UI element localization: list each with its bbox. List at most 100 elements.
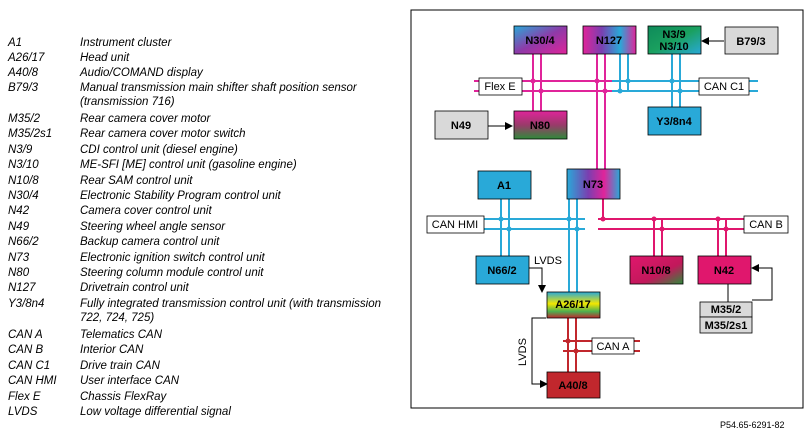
figure-caption: P54.65-6291-82 [720,420,785,430]
node-label: N3/9 [662,29,685,41]
bus-label-can-a: CAN A [591,337,635,355]
legend-desc: Interior CAN [80,344,144,356]
node-label: A26/17 [555,299,590,311]
legend-code: A26/17 [8,52,45,64]
legend-code: CAN C1 [8,360,51,372]
legend-code: CAN A [8,329,43,341]
bus-label-flex-e: Flex E [478,77,523,96]
legend-desc: Steering column module control unit [80,267,264,279]
legend-desc: Head unit [80,52,130,64]
legend-code: A1 [8,37,23,49]
legend-desc: Backup camera control unit [80,236,220,248]
legend-code: N80 [8,267,30,279]
bus-label-text: CAN A [596,341,630,353]
legend-code: LVDS [8,406,38,418]
node-label: N42 [714,265,734,277]
node-label: N66/2 [487,265,516,277]
node-label: N73 [583,179,603,191]
node-m35-2: M35/2 [699,301,753,318]
bus-label-text: CAN B [749,219,783,231]
node-a1: A1 [477,170,532,200]
legend-desc: Steering wheel angle sensor [80,221,226,233]
can-c1-junctions [617,78,683,94]
node-y3-8n4: Y3/8n4 [647,106,702,136]
legend-desc: Instrument cluster [80,37,172,49]
node-label: Y3/8n4 [656,116,692,128]
legend-code: Y3/8n4 [8,298,45,310]
legend-desc: Fully integrated transmission control un… [80,298,382,324]
can-b-junctions [600,216,729,232]
node-n3-9-n3-10: N3/9 N3/10 [647,25,702,55]
legend-code: M35/2 [8,113,40,125]
node-n127: N127 [582,25,637,55]
legend-code: N30/4 [8,190,39,202]
legend-code: N73 [8,252,30,264]
legend-desc: Rear camera cover motor [80,113,211,125]
lvds-link-lower [531,317,548,388]
legend-code: A40/8 [8,67,39,79]
legend-code: M35/2s1 [8,128,53,140]
bus-label-can-b: CAN B [743,215,789,234]
legend-code: B79/3 [8,82,39,94]
node-n42: N42 [697,255,752,285]
bus-label-can-c1: CAN C1 [698,77,750,96]
node-label: B79/3 [736,36,765,48]
legend-code: CAN HMI [8,375,57,387]
legend-code: N10/8 [8,175,39,187]
node-label: A40/8 [558,380,587,392]
can-hmi-junctions [498,216,580,232]
legend-desc: Drive train CAN [80,360,160,372]
flex-e-junctions [530,78,608,94]
legend-desc: User interface CAN [80,375,180,387]
legend-desc: Chassis FlexRay [80,391,167,403]
legend-desc: Low voltage differential signal [80,406,231,418]
node-n66-2: N66/2 [475,255,530,285]
node-n30-4: N30/4 [513,25,568,55]
node-m35-2s1: M35/2s1 [699,316,753,334]
node-label: M35/2 [711,304,742,316]
node-label: N3/10 [659,41,688,53]
node-label: M35/2s1 [705,320,748,332]
legend-desc: Drivetrain control unit [80,282,189,294]
legend-desc: Rear SAM control unit [80,175,193,187]
legend-desc: Electronic Stability Program control uni… [80,190,281,202]
legend-desc: Rear camera cover motor switch [80,128,246,140]
bus-label-text: Flex E [484,81,515,93]
legend-code: N66/2 [8,236,39,248]
lvds-label-lower: LVDS [517,338,529,366]
m35-feedback-arrow [751,264,773,301]
legend-code: N49 [8,221,30,233]
legend-desc: Camera cover control unit [80,205,212,217]
legend-code: N3/9 [8,144,33,156]
legend-code: N42 [8,205,30,217]
node-label: N80 [530,120,550,132]
node-n49: N49 [434,110,489,140]
node-b79-3: B79/3 [724,26,779,55]
legend-desc: Telematics CAN [80,329,163,341]
legend-desc: ME-SFI [ME] control unit (gasoline engin… [80,159,297,171]
can-hmi-bus [484,199,585,292]
node-a40-8: A40/8 [546,371,601,399]
bus-label-text: CAN HMI [432,219,478,231]
node-n73: N73 [566,168,621,200]
legend-desc: Audio/COMAND display [80,67,203,79]
legend-desc: CDI control unit (diesel engine) [80,144,238,156]
can-b-bus [598,199,746,256]
legend-desc: Electronic ignition switch control unit [80,252,265,264]
can-a-junctions [565,338,579,354]
lvds-label-upper: LVDS [534,255,562,267]
node-label: N127 [596,35,622,47]
lvds-link-upper [529,267,546,293]
node-n10-8: N10/8 [629,255,684,285]
node-n80: N80 [513,110,568,140]
legend-code: N127 [8,282,36,294]
bus-label-can-hmi: CAN HMI [426,215,485,234]
node-label: A1 [497,180,511,192]
bus-label-text: CAN C1 [704,81,744,93]
node-label: N10/8 [641,265,670,277]
legend-code: Flex E [8,391,41,403]
legend-desc: Manual transmission main shifter shaft p… [80,82,357,108]
legend-code: N3/10 [8,159,39,171]
node-label: N30/4 [525,35,555,47]
